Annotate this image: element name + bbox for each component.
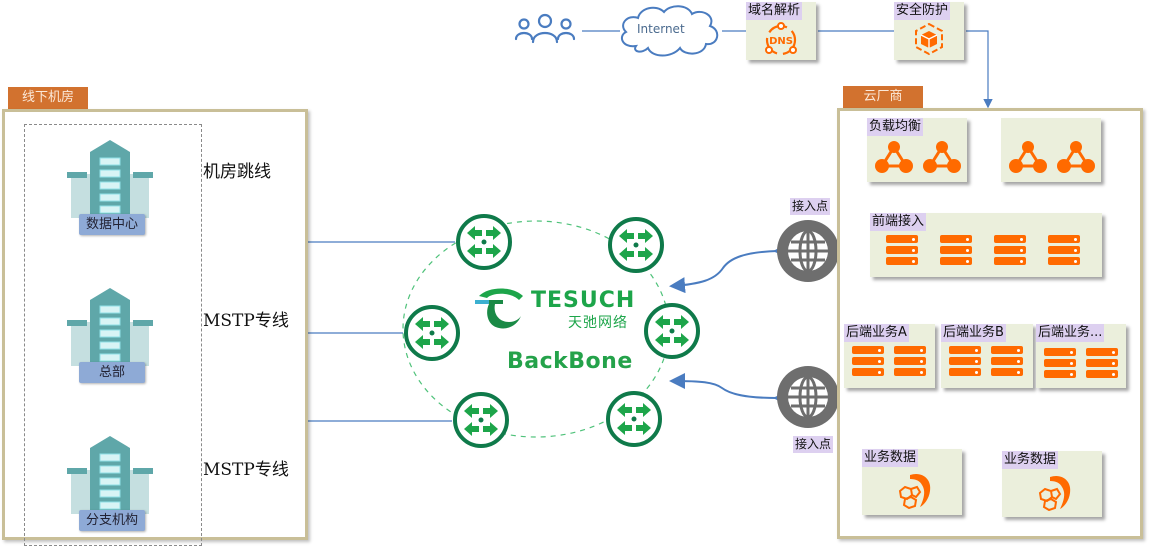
access-point-1[interactable] — [777, 220, 839, 282]
shield-cube-icon — [915, 22, 943, 56]
site-label: 数据中心 — [79, 214, 145, 235]
access-point-1-link — [669, 242, 790, 294]
load-balancer-node — [1056, 139, 1096, 179]
link-label-datacenter: 机房跳线 — [203, 162, 271, 182]
mysql-database-icon — [1036, 471, 1076, 515]
backbone-router[interactable] — [403, 304, 461, 362]
load-balancer-node — [1008, 139, 1048, 179]
router-icon — [404, 305, 460, 361]
backbone-router[interactable] — [455, 213, 513, 271]
server-icon — [1048, 235, 1080, 265]
offline-sites-group — [24, 124, 202, 546]
mysql-database-icon — [896, 469, 936, 513]
site-label: 分支机构 — [79, 510, 145, 531]
security-cloud-line — [966, 30, 993, 109]
site-datacenter[interactable]: 数据中心 — [65, 138, 155, 238]
router-icon — [608, 217, 664, 273]
load-balancer-node — [874, 139, 914, 179]
access-point-2-link — [669, 373, 790, 407]
load-balancer-card-1[interactable]: 负载均衡 — [867, 118, 967, 182]
offline-region — [2, 109, 308, 540]
site-headquarters[interactable]: 总部 — [65, 286, 155, 386]
backend-card-c[interactable]: 后端业务... — [1036, 324, 1126, 388]
internet-label: Internet — [637, 22, 685, 36]
brand-name: TESUCH — [531, 288, 636, 313]
access-point-2[interactable] — [777, 366, 839, 428]
site-label: 总部 — [79, 362, 145, 383]
server-icon — [852, 346, 884, 376]
backbone-router[interactable] — [607, 216, 665, 274]
link-label-hq: MSTP专线 — [203, 311, 289, 331]
globe-icon — [777, 366, 839, 428]
frontend-card[interactable]: 前端接入 — [870, 213, 1102, 277]
database-card-2[interactable]: 业务数据 — [1002, 451, 1102, 517]
internet-cloud-icon — [620, 5, 719, 57]
load-balancer-icon — [1009, 141, 1047, 173]
dns-card[interactable]: 域名解析 DNS — [746, 2, 816, 60]
load-balancer-card-2[interactable] — [1001, 118, 1101, 182]
backend-card-b[interactable]: 后端业务B — [941, 324, 1033, 388]
load-balancer-icon — [923, 141, 961, 173]
link-label-branch: MSTP专线 — [203, 460, 289, 480]
site-branch[interactable]: 分支机构 — [65, 434, 155, 534]
backend-card-a[interactable]: 后端业务A — [844, 324, 935, 388]
frontend-label: 前端接入 — [870, 213, 927, 231]
security-card-label: 安全防护 — [894, 2, 951, 20]
server-icon — [1044, 348, 1076, 378]
server-icon — [991, 346, 1023, 376]
backbone-title: BackBone — [507, 349, 633, 374]
server-icon — [894, 346, 926, 376]
router-icon — [453, 392, 509, 448]
users-icon — [514, 13, 576, 44]
access-point-1-label: 接入点 — [790, 198, 831, 215]
backbone-router[interactable] — [643, 302, 701, 360]
router-icon — [606, 391, 662, 447]
server-icon — [940, 235, 972, 265]
database-label: 业务数据 — [862, 449, 919, 467]
dns-icon-text: DNS — [769, 36, 793, 47]
server-icon — [886, 235, 918, 265]
building-icon — [67, 140, 153, 218]
database-card-1[interactable]: 业务数据 — [862, 449, 962, 515]
load-balancer-node — [922, 139, 962, 179]
database-icon — [1038, 475, 1071, 512]
offline-region-tab: 线下机房 — [8, 87, 88, 109]
router-icon — [456, 214, 512, 270]
server-icon — [949, 346, 981, 376]
load-balancer-icon — [1057, 141, 1095, 173]
backend-label: 后端业务B — [941, 324, 1006, 342]
router-icon — [644, 303, 700, 359]
database-label: 业务数据 — [1002, 451, 1059, 469]
cloud-region-tab: 云厂商 — [843, 86, 923, 108]
database-icon — [898, 473, 931, 510]
backend-label: 后端业务... — [1036, 324, 1105, 342]
dns-card-label: 域名解析 — [746, 2, 803, 20]
globe-icon — [777, 220, 839, 282]
tesuch-logo-icon — [475, 288, 523, 329]
load-balancer-label: 负载均衡 — [867, 118, 924, 136]
brand-name-cn: 天弛网络 — [568, 315, 628, 331]
backbone-router[interactable] — [452, 391, 510, 449]
server-icon — [1086, 348, 1118, 378]
security-card[interactable]: 安全防护 — [894, 2, 964, 60]
access-point-2-label: 接入点 — [793, 436, 834, 453]
building-icon — [67, 288, 153, 366]
dns-icon: DNS — [765, 22, 797, 56]
load-balancer-icon — [875, 141, 913, 173]
building-icon — [67, 436, 153, 514]
backend-label: 后端业务A — [844, 324, 909, 342]
server-icon — [994, 235, 1026, 265]
backbone-router[interactable] — [605, 390, 663, 448]
